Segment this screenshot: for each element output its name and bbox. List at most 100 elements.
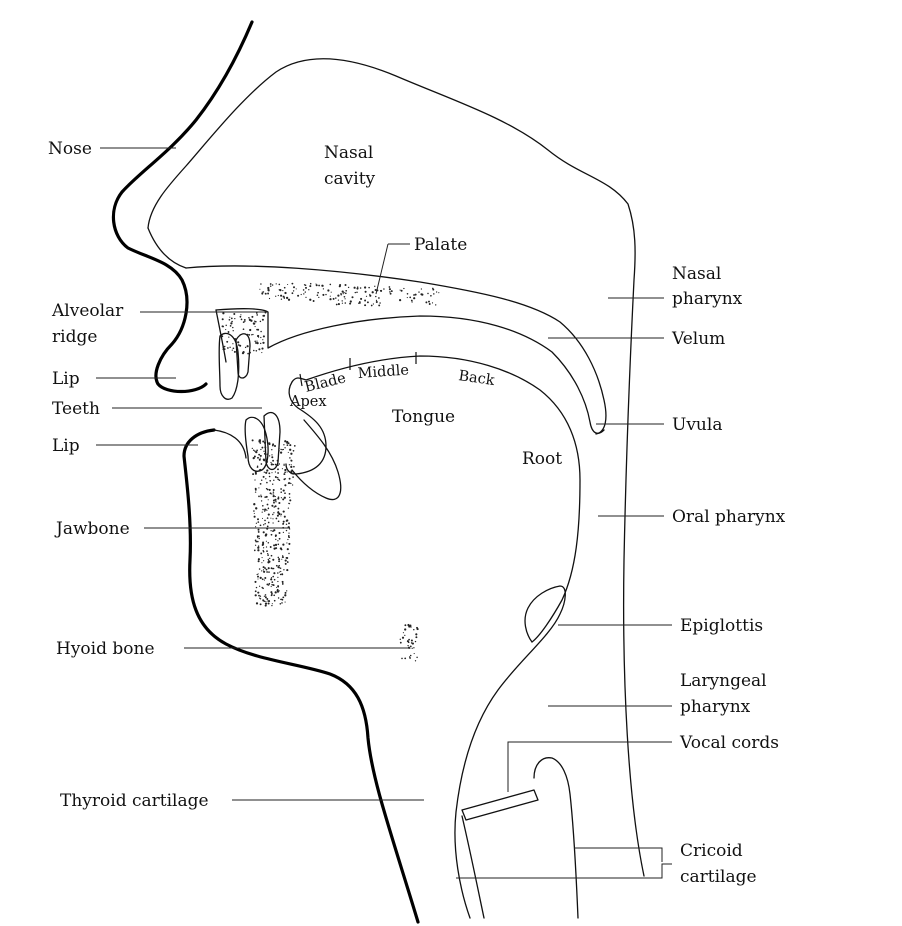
stipple-dot <box>266 464 267 465</box>
stipple-dot <box>261 562 262 563</box>
stipple-dot <box>247 345 249 347</box>
stipple-dot <box>280 567 281 568</box>
stipple-dot <box>335 297 336 298</box>
stipple-dot <box>380 290 381 291</box>
stipple-dot <box>251 316 253 318</box>
stipple-dot <box>285 592 287 594</box>
stipple-dot <box>252 334 253 335</box>
stipple-dot <box>291 473 293 475</box>
stipple-dot <box>251 334 252 335</box>
stipple-dot <box>260 496 262 498</box>
stipple-dot <box>357 286 359 288</box>
stipple-dot <box>411 301 412 302</box>
stipple-dot <box>283 569 284 570</box>
stipple-dot <box>313 300 315 302</box>
stipple-dot <box>260 577 262 579</box>
stipple-dot <box>270 578 272 580</box>
stipple-dot <box>277 508 279 510</box>
stipple-dot <box>403 632 404 633</box>
label-nasal-pharynx-1: Nasal <box>672 264 721 284</box>
epiglottis-shape <box>455 586 565 918</box>
stipple-dot <box>283 532 284 533</box>
stipple-dot <box>255 451 257 453</box>
stipple-dot <box>270 530 271 531</box>
stipple-dot <box>282 449 283 450</box>
stipple-dot <box>416 627 418 629</box>
stipple-dot <box>415 633 417 635</box>
stipple-dot <box>291 283 293 285</box>
stipple-dot <box>286 557 288 559</box>
stipple-dot <box>305 291 306 292</box>
stipple-dot <box>345 284 347 286</box>
stipple-dot <box>271 581 273 583</box>
stipple-dot <box>283 473 285 475</box>
stipple-dot <box>271 472 272 473</box>
stipple-dot <box>415 636 417 638</box>
stipple-dot <box>287 561 289 563</box>
label-vocal-cords: Vocal cords <box>679 733 779 753</box>
stipple-dot <box>288 452 289 453</box>
stipple-dot <box>273 491 274 492</box>
stipple-dot <box>310 285 311 286</box>
stipple-dot <box>257 342 259 344</box>
stipple-dot <box>322 294 324 296</box>
palate-stipple <box>259 283 439 307</box>
stipple-dot <box>275 591 277 593</box>
stipple-dot <box>225 329 226 330</box>
stipple-dot <box>253 350 255 352</box>
stipple-dot <box>262 342 264 344</box>
stipple-dot <box>255 326 256 327</box>
stipple-dot <box>283 511 285 513</box>
stipple-dot <box>238 344 240 346</box>
stipple-dot <box>262 339 263 340</box>
stipple-dot <box>278 557 280 559</box>
stipple-dot <box>233 330 234 331</box>
stipple-dot <box>265 478 266 479</box>
stipple-dot <box>272 530 274 532</box>
stipple-dot <box>255 526 256 527</box>
stipple-dot <box>281 514 282 515</box>
stipple-dot <box>289 528 290 529</box>
stipple-dot <box>271 456 273 458</box>
stipple-dot <box>415 641 416 642</box>
stipple-dot <box>271 605 272 606</box>
stipple-dot <box>233 313 235 315</box>
stipple-dot <box>412 643 414 645</box>
stipple-dot <box>283 521 285 523</box>
stipple-dot <box>274 445 276 447</box>
stipple-dot <box>284 287 286 289</box>
stipple-dot <box>284 471 286 473</box>
stipple-dot <box>232 327 233 328</box>
nasal-cavity-outline <box>148 59 644 876</box>
stipple-dot <box>354 287 356 289</box>
stipple-dot <box>268 290 270 292</box>
label-laryngeal-1: Laryngeal <box>680 671 767 691</box>
stipple-dot <box>253 503 255 505</box>
stipple-dot <box>240 314 241 315</box>
stipple-dot <box>259 568 261 570</box>
stipple-dot <box>277 477 278 478</box>
stipple-dot <box>249 352 251 354</box>
stipple-dot <box>288 522 290 524</box>
stipple-dot <box>283 464 284 465</box>
stipple-dot <box>280 603 282 605</box>
stipple-dot <box>407 645 408 646</box>
stipple-dot <box>237 341 239 343</box>
stipple-dot <box>231 321 233 323</box>
stipple-dot <box>228 331 230 333</box>
stipple-dot <box>428 301 430 303</box>
stipple-dot <box>229 317 230 318</box>
stipple-dot <box>310 283 312 285</box>
label-nasal-cavity-2: cavity <box>324 169 376 189</box>
stipple-dot <box>234 338 236 340</box>
stipple-dot <box>432 302 433 303</box>
stipple-dot <box>288 543 290 545</box>
label-lip-upper: Lip <box>52 369 80 389</box>
stipple-dot <box>261 463 263 465</box>
stipple-dot <box>286 297 288 299</box>
stipple-dot <box>254 581 256 583</box>
stipple-dot <box>268 559 269 560</box>
stipple-dot <box>359 301 361 303</box>
stipple-dot <box>283 449 284 450</box>
